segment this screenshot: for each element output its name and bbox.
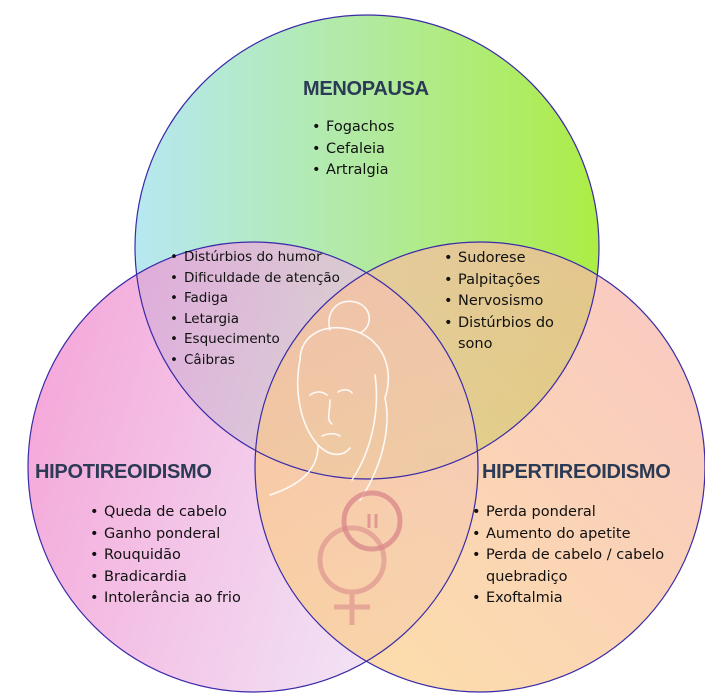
circle-outlines [27,14,705,693]
list-item: Dificuldade de atenção [170,268,340,289]
list-item: Cefaleia [312,139,394,161]
list-item: Palpitações [444,270,554,292]
list-item: Fogachos [312,117,394,139]
hair-strand-2 [351,374,378,481]
list-item: Perda ponderal [472,502,664,524]
list-item: Bradicardia [90,567,241,589]
list-item-continuation: quebradiço [486,568,568,585]
eye-right [337,389,353,394]
female-symbols [317,490,403,625]
hair-strand [359,397,388,501]
list-item: Queda de cabelo [90,502,241,524]
list-item: Distúrbios do [444,313,554,335]
hipotireoidismo-outline [27,241,479,693]
neck-shoulder [269,445,319,496]
hipotireoidismo-list: Queda de cabelo Ganho ponderal Rouquidão… [90,502,241,610]
female-symbol-lower [317,525,387,625]
list-item: Artralgia [312,160,394,182]
hipertireoidismo-circle [255,242,705,692]
list-item: Ganho ponderal [90,524,241,546]
list-item: Aumento do apetite [472,524,664,546]
list-item: Perda de cabelo / cabelo [472,545,664,567]
hipertireoidismo-outline [254,241,705,693]
list-item-continuation: sono [458,336,493,352]
list-item: Intolerância ao frio [90,588,241,610]
overlap-meno-hiper-list: Sudorese Palpitações Nervosismo Distúrbi… [444,248,554,356]
female-symbol-upper [341,490,403,552]
hipertireoidismo-title: HIPERTIREOIDISMO [482,461,671,483]
menopausa-title: MENOPAUSA [303,78,429,100]
menopausa-list: Fogachos Cefaleia Artralgia [312,117,394,182]
list-item: Exoftalmia [472,588,664,610]
list-item: Esquecimento [170,329,340,350]
face-outline [297,359,351,456]
hipotireoidismo-title: HIPOTIREOIDISMO [35,461,212,483]
nose [327,399,333,425]
list-item: Nervosismo [444,291,554,313]
hipertireoidismo-list: Perda ponderal Aumento do apetite Perda … [472,502,664,610]
list-item: Fadiga [170,288,340,309]
lips [321,432,341,437]
list-item: Câibras [170,350,340,371]
menopausa-outline [134,14,600,480]
list-item: Rouquidão [90,545,241,567]
eye-left [309,391,328,396]
list-item: Distúrbios do humor [170,247,340,268]
overlap-meno-hipo-list: Distúrbios do humor Dificuldade de atenç… [170,247,340,370]
list-item: Sudorese [444,248,554,270]
list-item: Letargia [170,309,340,330]
